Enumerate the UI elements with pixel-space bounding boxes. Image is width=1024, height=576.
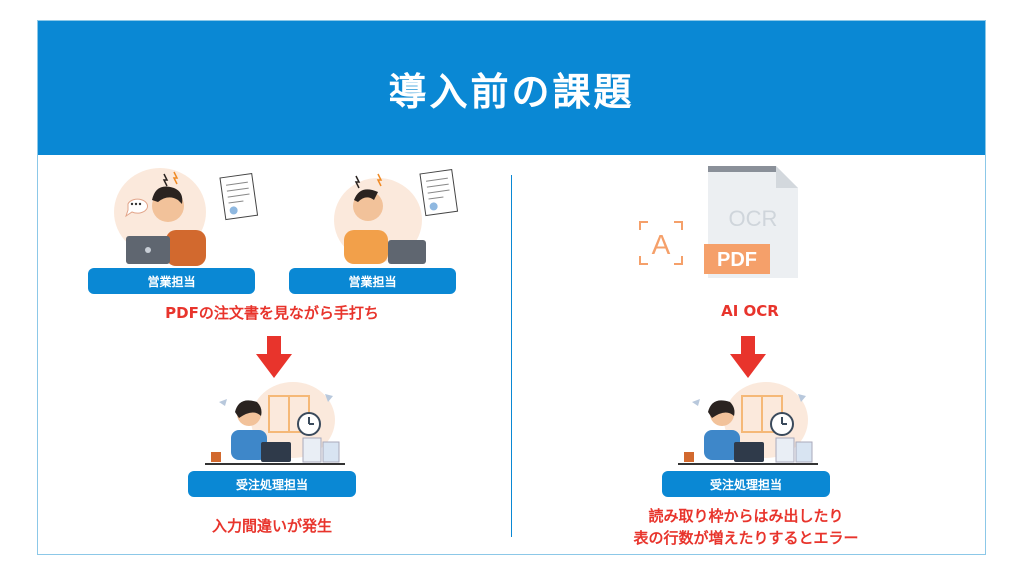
role-badge-order-left: 受注処理担当: [188, 471, 356, 497]
scan-letter: A: [652, 229, 671, 260]
header-banner: 導入前の課題: [38, 21, 985, 155]
sales-caption: PDFの注文書を見ながら手打ち: [88, 302, 456, 323]
page-title: 導入前の課題: [388, 61, 634, 116]
ai-ocr-caption: AI OCR: [680, 302, 820, 320]
role-badge-order-right: 受注処理担当: [662, 471, 830, 497]
down-arrow-icon: [256, 336, 292, 378]
ai-ocr-document-icon: A OCR PDF: [636, 160, 806, 282]
pdf-label: PDF: [717, 249, 757, 271]
sales-person-illustration-1: [108, 160, 268, 268]
role-badge-sales-2: 営業担当: [289, 268, 456, 294]
sales-person-illustration-2: [308, 160, 468, 268]
ocr-doc-label: OCR: [729, 206, 778, 231]
order-clerk-illustration-right: [678, 380, 818, 470]
column-divider: [511, 175, 512, 537]
role-badge-sales-1: 営業担当: [88, 268, 255, 294]
right-result-line-1: 読み取り枠からはみ出したり: [586, 505, 906, 526]
order-clerk-illustration-left: [205, 380, 345, 470]
left-result-caption: 入力間違いが発生: [168, 515, 376, 536]
down-arrow-icon: [730, 336, 766, 378]
right-result-line-2: 表の行数が増えたりするとエラー: [586, 527, 906, 548]
